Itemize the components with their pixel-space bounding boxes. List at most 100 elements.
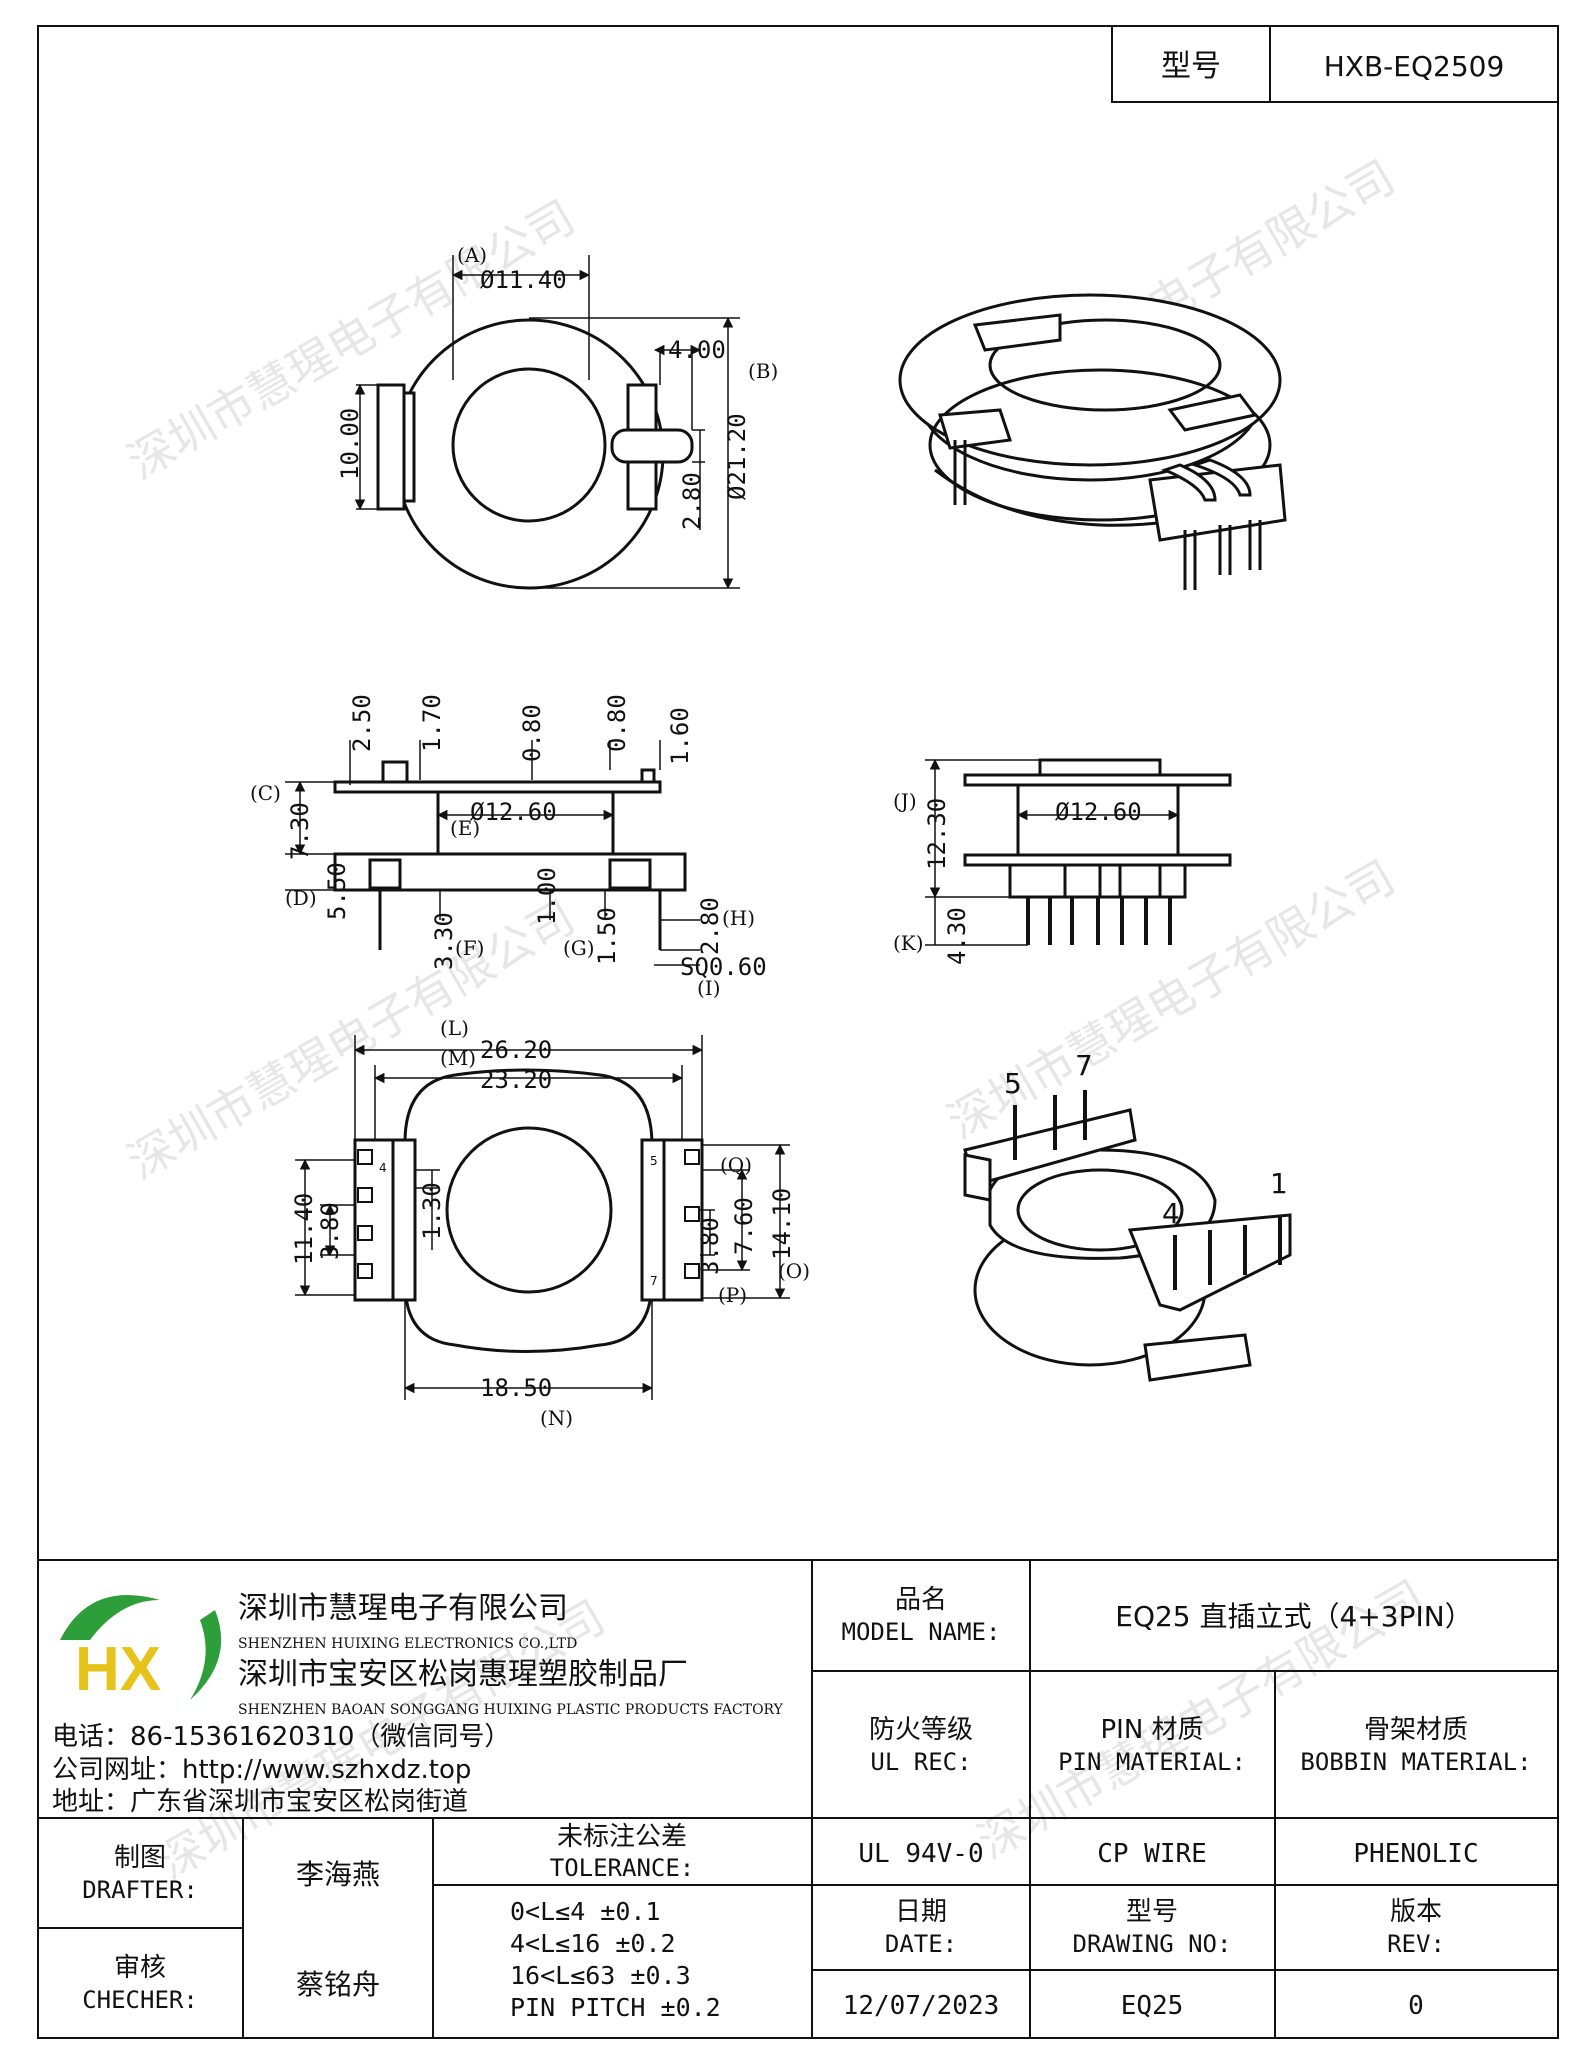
dim-q-label: (Q): [720, 1153, 752, 1177]
dim-0-80-b: 0.80: [603, 694, 631, 752]
bottom-view: [295, 1035, 790, 1400]
logo-text: HX: [75, 1635, 161, 1704]
dim-l-value: 26.20: [480, 1036, 552, 1064]
dim-g-label: (G): [563, 936, 595, 960]
dim-c-label: (C): [250, 781, 281, 805]
side-view: [285, 740, 700, 966]
dim-b-label: (B): [748, 359, 778, 383]
checker-name: 蔡铭舟: [296, 1968, 380, 2001]
bobbin-material-cn: 骨架材质: [1364, 1715, 1468, 1745]
company-logo: HX: [60, 1595, 222, 1704]
pin-label-7: 7: [650, 1274, 658, 1288]
drafter-label-cn: 制图: [114, 1843, 166, 1873]
dim-d-value: 5.50: [323, 862, 351, 920]
pin-label-5: 5: [650, 1154, 658, 1168]
iso-view-bottom: [963, 1090, 1292, 1382]
date-value: 12/07/2023: [843, 1991, 1000, 2021]
dim-q-value: 7.60: [730, 1197, 758, 1255]
tolerance-row-2: 4<L≤16 ±0.2: [510, 1929, 676, 1958]
ul-value: UL 94V-0: [858, 1839, 983, 1869]
dim-e-label: (E): [450, 816, 480, 840]
company-name-cn: 深圳市慧瑆电子有限公司: [238, 1591, 568, 1626]
ul-label-cn: 防火等级: [869, 1715, 973, 1745]
dim-n-value: 18.50: [480, 1374, 552, 1402]
dim-c-value: 7.30: [286, 802, 314, 860]
iso-pin-4: 4: [1162, 1197, 1180, 1230]
checker-label-en: CHECHER:: [82, 1986, 198, 2014]
rev-label-en: REV:: [1387, 1930, 1445, 1958]
dim-j-value: 12.30: [923, 798, 951, 870]
dim-n-label: (N): [540, 1406, 573, 1430]
iso-view-top: [898, 293, 1287, 590]
dim-a-value: Ø11.40: [480, 266, 567, 294]
rev-label-cn: 版本: [1390, 1897, 1442, 1927]
tolerance-row-1: 0<L≤4 ±0.1: [510, 1897, 661, 1926]
checker-label-cn: 审核: [114, 1953, 166, 1983]
top-view: [354, 255, 740, 590]
dim-f-value: 3.30: [430, 912, 458, 970]
dim-2-80-top: 2.80: [678, 472, 706, 530]
bobbin-material-en: BOBBIN MATERIAL:: [1300, 1748, 1531, 1776]
dim-2-50: 2.50: [348, 694, 376, 752]
dim-m-label: (M): [440, 1046, 476, 1070]
dim-front-dia: Ø12.60: [1055, 798, 1142, 826]
tolerance-row-4: PIN PITCH ±0.2: [510, 1993, 721, 2022]
dim-o-label: (O): [778, 1259, 810, 1283]
ul-label-en: UL REC:: [870, 1748, 971, 1776]
dim-a-label: (A): [457, 243, 487, 267]
date-label-en: DATE:: [885, 1930, 957, 1958]
pin-material-value: CP WIRE: [1097, 1839, 1207, 1869]
dim-f-label: (F): [455, 936, 484, 960]
model-name-cn: 品名: [895, 1585, 947, 1615]
dim-11-40: 11.40: [290, 1193, 318, 1265]
iso-pin-7: 7: [1075, 1049, 1093, 1082]
drawing-no-value: EQ25: [1121, 1991, 1184, 2021]
title-block-grid: [38, 1559, 1558, 2038]
dim-p-label: (P): [718, 1283, 747, 1307]
dim-1-70: 1.70: [418, 694, 446, 752]
pin-material-cn: PIN 材质: [1100, 1715, 1203, 1745]
model-name-value: EQ25 直插立式（4+3PIN）: [1115, 1600, 1472, 1633]
company-website: 公司网址：http://www.szhxdz.top: [52, 1755, 471, 1785]
dim-p-value: 3.80: [696, 1217, 724, 1275]
pin-material-en: PIN MATERIAL:: [1058, 1748, 1246, 1776]
drafter-name: 李海燕: [296, 1858, 380, 1891]
dim-l-label: (L): [440, 1016, 469, 1040]
iso-pin-5: 5: [1004, 1067, 1022, 1100]
dim-g-value: 1.50: [593, 907, 621, 965]
dim-0-80-a: 0.80: [518, 704, 546, 762]
date-label-cn: 日期: [895, 1897, 947, 1927]
dim-k-label: (K): [893, 931, 924, 955]
drawing-no-label-en: DRAWING NO:: [1073, 1930, 1232, 1958]
drawing-no-label-cn: 型号: [1126, 1897, 1178, 1927]
dim-1-00: 1.00: [533, 867, 561, 925]
sheet-border: [37, 25, 1559, 2039]
dim-i-value: SQ0.60: [680, 953, 767, 981]
dim-i-label: (I): [697, 976, 721, 1000]
dim-d-label: (D): [285, 886, 317, 910]
company-phone: 电话：86-15361620310（微信同号）: [52, 1722, 510, 1752]
model-name-en: MODEL NAME:: [842, 1618, 1001, 1646]
tolerance-row-3: 16<L≤63 ±0.3: [510, 1961, 691, 1990]
dim-1-60: 1.60: [666, 707, 694, 765]
factory-name-en: SHENZHEN BAOAN SONGGANG HUIXING PLASTIC …: [238, 1702, 784, 1718]
front-view: [925, 758, 1232, 946]
dim-o-value: 14.10: [768, 1188, 796, 1260]
rev-value: 0: [1408, 1991, 1424, 2021]
dim-b-value: Ø21.20: [723, 413, 751, 500]
tolerance-label-cn: 未标注公差: [557, 1822, 687, 1852]
dim-h-label: (H): [722, 906, 755, 930]
pin-label-4: 4: [379, 1161, 387, 1175]
tolerance-label-en: TOLERANCE:: [550, 1854, 695, 1882]
drafter-label-en: DRAFTER:: [82, 1876, 198, 1904]
dim-e-value: Ø12.60: [470, 798, 557, 826]
header-model-value: HXB-EQ2509: [1324, 50, 1505, 83]
dim-4-00: 4.00: [668, 336, 726, 364]
dim-10-00: 10.00: [336, 408, 364, 480]
bobbin-material-value: PHENOLIC: [1353, 1839, 1478, 1869]
dim-m-value: 23.20: [480, 1066, 552, 1094]
dim-3-80: 3.80: [316, 1202, 344, 1260]
factory-name-cn: 深圳市宝安区松岗惠瑆塑胶制品厂: [238, 1657, 688, 1692]
dim-1-30: 1.30: [418, 1182, 446, 1240]
dim-k-value: 4.30: [943, 907, 971, 965]
